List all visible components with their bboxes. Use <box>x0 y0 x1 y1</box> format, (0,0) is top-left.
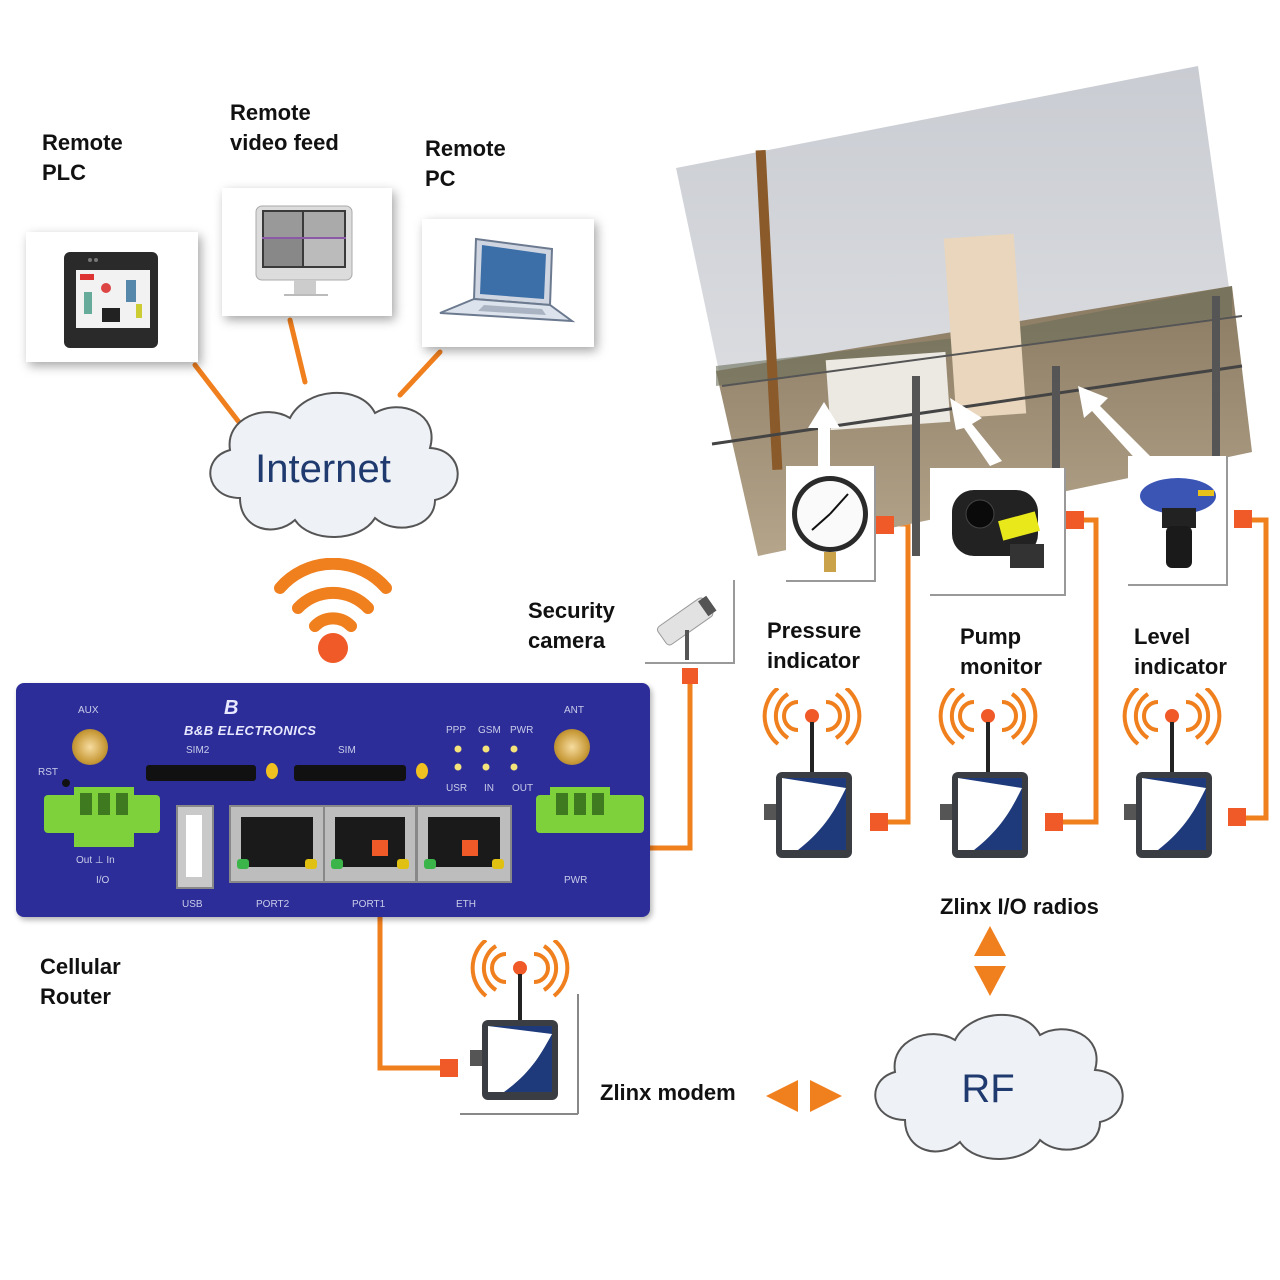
link-pressure-radio <box>875 521 911 825</box>
level-indicator-card[interactable] <box>1128 456 1228 586</box>
pressure-gauge-icon <box>792 476 868 572</box>
rf-cloud-label: RF <box>961 1067 1014 1111</box>
label-level-indicator: Level indicator <box>1134 624 1227 679</box>
rf-cloud: RF <box>874 1014 1124 1160</box>
usb-label: USB <box>182 899 203 910</box>
zlinx-radio-pump[interactable] <box>932 688 1044 872</box>
port1-jack[interactable] <box>323 805 417 883</box>
link-video-internet <box>287 317 308 385</box>
vertical-double-arrow-icon <box>974 926 1006 996</box>
level-radio-node <box>1228 808 1246 826</box>
aux-antenna-connector[interactable] <box>72 729 108 765</box>
camera-node <box>682 668 698 684</box>
label-cellular-router: Cellular Router <box>40 954 121 1009</box>
led-label-usr: USR <box>446 783 468 794</box>
label-remote-plc: Remote PLC <box>42 130 123 185</box>
pwr-terminal-body <box>550 787 610 831</box>
zlinx-radio-pressure[interactable] <box>756 688 868 872</box>
led-label-out: OUT <box>512 783 534 794</box>
video-monitor-icon <box>255 205 353 296</box>
sim1-led <box>416 763 428 779</box>
sim1-slot[interactable] <box>294 765 406 781</box>
pump-monitor-card[interactable] <box>930 468 1066 596</box>
pump-radio-node <box>1045 813 1063 831</box>
security-camera-icon <box>656 595 717 660</box>
pump-sensor-node <box>1066 511 1084 529</box>
label-pump-monitor: Pump monitor <box>960 624 1042 679</box>
link-pump-radio <box>1052 517 1099 825</box>
zlinx-modem[interactable] <box>456 940 580 1116</box>
led-label-in: IN <box>484 783 494 794</box>
io-pins-label: Out ⊥ In <box>76 855 115 866</box>
arrow-level <box>1078 386 1150 464</box>
arrow-pump <box>950 398 1002 466</box>
label-remote-video-feed: Remote video feed <box>230 100 339 155</box>
io-label: I/O <box>96 875 110 886</box>
level-sensor-node <box>1234 510 1252 528</box>
aux-label: AUX <box>78 705 99 716</box>
ant-label: ANT <box>564 705 584 716</box>
laptop-icon <box>439 237 576 323</box>
port2-label: PORT2 <box>256 899 290 910</box>
plc-touchscreen-icon <box>64 252 158 348</box>
internet-cloud-label: Internet <box>255 447 391 491</box>
sim2-slot[interactable] <box>146 765 256 781</box>
pressure-sensor-node <box>876 516 894 534</box>
sim2-label: SIM2 <box>186 745 210 756</box>
label-remote-pc: Remote PC <box>425 136 506 191</box>
link-plc-internet <box>192 362 248 433</box>
level-sensor-icon <box>1140 478 1216 568</box>
port2-jack[interactable] <box>229 805 325 883</box>
remote-pc-card[interactable] <box>422 219 594 347</box>
pressure-gauge-card[interactable] <box>786 466 876 582</box>
pwr-label: PWR <box>564 875 588 886</box>
security-camera-card[interactable] <box>645 580 735 664</box>
current-sensor-icon <box>952 490 1044 568</box>
remote-video-card[interactable] <box>222 188 392 316</box>
zlinx-radio-level[interactable] <box>1116 688 1228 872</box>
io-terminal-body <box>74 787 134 847</box>
status-leds <box>454 745 518 771</box>
link-level-radio <box>1234 517 1269 821</box>
eth-node <box>462 840 478 856</box>
led-label-gsm: GSM <box>478 725 501 736</box>
usb-port[interactable] <box>176 805 214 889</box>
label-security-camera: Security camera <box>528 598 615 653</box>
cellular-router: AUX ANT RST B B&B ELECTRONICS SIM2 SIM P… <box>16 683 650 917</box>
eth-label: ETH <box>456 899 476 910</box>
arrow-pressure <box>808 402 840 466</box>
port1-label: PORT1 <box>352 899 386 910</box>
brand-logo-icon: B <box>224 697 239 719</box>
link-pc-internet <box>397 349 443 398</box>
modem-node <box>440 1059 458 1077</box>
rst-label: RST <box>38 767 58 778</box>
led-label-ppp: PPP <box>446 725 467 736</box>
horizontal-double-arrow-icon <box>766 1080 842 1112</box>
label-pressure-indicator: Pressure indicator <box>767 618 862 673</box>
ant-antenna-connector[interactable] <box>554 729 590 765</box>
sim2-led <box>266 763 278 779</box>
port1-node <box>372 840 388 856</box>
label-zlinx-modem: Zlinx modem <box>600 1080 736 1105</box>
label-zlinx-io-radios: Zlinx I/O radios <box>940 894 1099 919</box>
reset-button[interactable] <box>62 779 70 787</box>
internet-cloud: Internet <box>209 392 459 538</box>
pressure-radio-node <box>870 813 888 831</box>
wifi-icon <box>274 558 392 663</box>
link-port1-modem <box>377 845 451 1071</box>
brand-name: B&B ELECTRONICS <box>184 723 317 738</box>
led-label-pwr: PWR <box>510 725 534 736</box>
sim1-label: SIM <box>338 745 356 756</box>
remote-plc-card[interactable] <box>26 232 198 362</box>
